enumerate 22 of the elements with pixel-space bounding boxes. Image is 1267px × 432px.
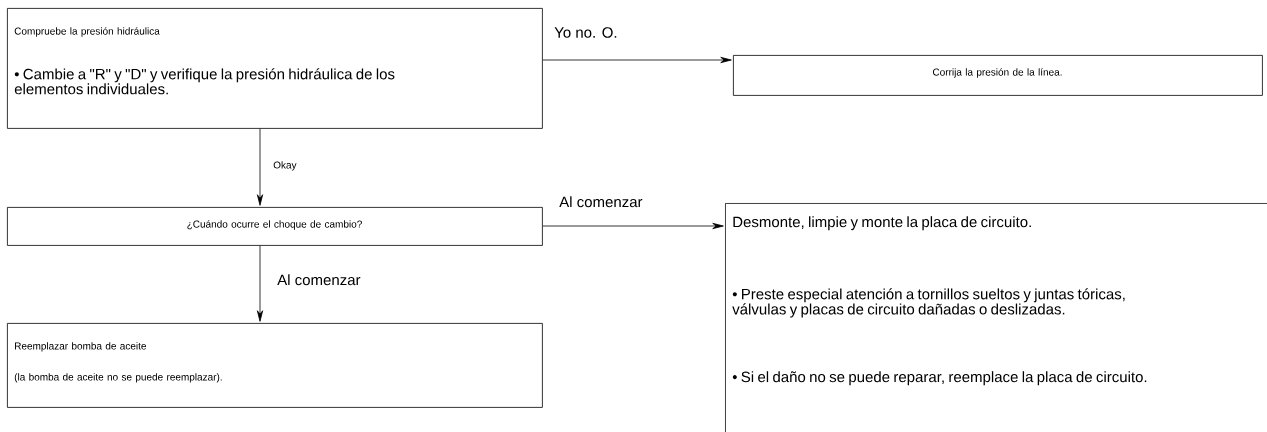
arrow (256, 245, 264, 322)
box-text: Reemplazar bomba de aceite (15, 342, 146, 352)
box-text: • Si el daño no se puede reparar, reemplace la placa de circuito. (732, 371, 1147, 386)
box-text: Corrija la presión de la línea. (933, 68, 1062, 78)
box-text: ¿Cuándo ocurre el choque de cambio? (187, 220, 362, 230)
box-text: • Cambie a "R" y "D" y verifique la presión hidráulica de los elementos individuales. (14, 68, 395, 95)
process-box (7, 8, 543, 129)
box-text: • Preste especial atención a tornillos sueltos y juntas tóricas, válvulas y placas de circuito dañadas o deslizadas. (732, 288, 1125, 318)
process-box (7, 207, 543, 246)
edge-label: Al comenzar (558, 195, 644, 209)
process-box (7, 323, 543, 408)
process-box (725, 203, 1267, 432)
edge-label: Okay (272, 160, 298, 172)
edge-label: Al comenzar (276, 273, 362, 287)
arrow (256, 128, 264, 206)
arrow (542, 56, 732, 64)
box-text: Desmonte, limpie y monte la placa de circuito. (733, 216, 1031, 231)
box-text: (la bomba de aceite no se puede reemplazar). (14, 373, 222, 383)
box-text: Compruebe la presión hidráulica (14, 27, 160, 37)
process-box (733, 55, 1263, 96)
arrow (542, 222, 724, 230)
edge-label: Yo no. O. (553, 26, 619, 39)
